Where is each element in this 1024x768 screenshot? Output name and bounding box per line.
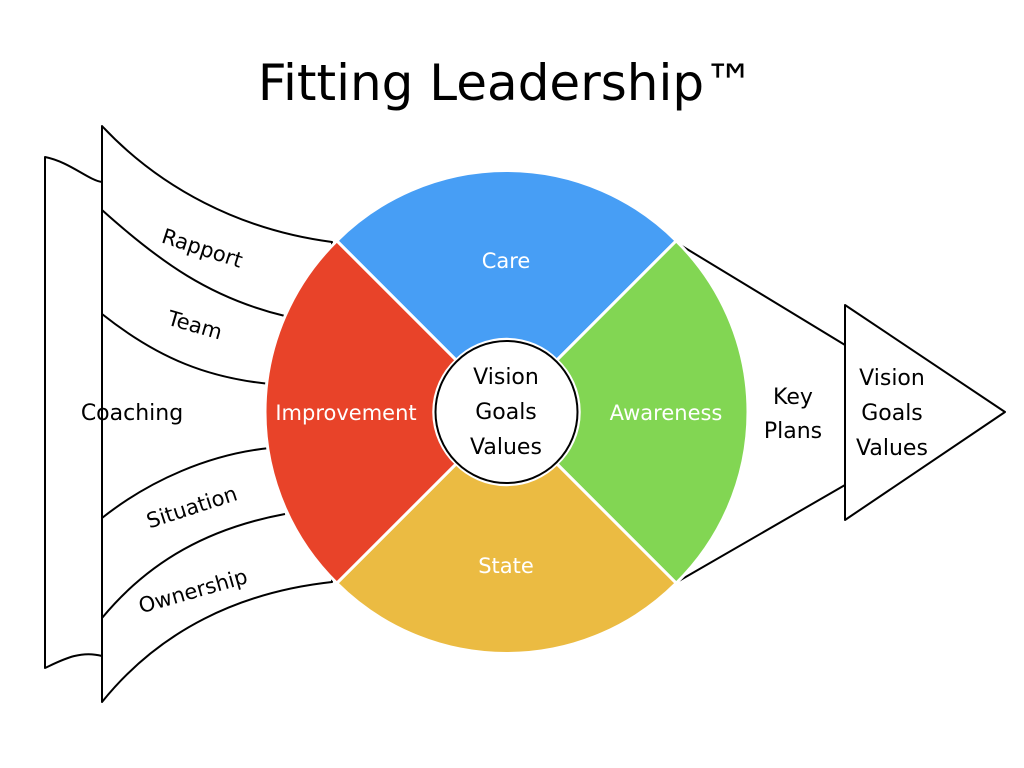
output-values-label: Values xyxy=(856,436,928,461)
output-arrow xyxy=(844,304,1006,521)
center-goals-label: Goals xyxy=(475,400,537,425)
state-label: State xyxy=(478,554,534,578)
band-divider-4 xyxy=(101,513,286,619)
band-divider-2 xyxy=(101,313,271,385)
center-values-label: Values xyxy=(470,435,542,460)
coaching-front-ribbon xyxy=(101,125,333,703)
improvement-label: Improvement xyxy=(275,401,416,425)
care-label: Care xyxy=(482,249,531,273)
segment-awareness xyxy=(554,238,750,586)
coaching-label: Coaching xyxy=(81,401,183,426)
output-goals-label: Goals xyxy=(861,401,923,426)
awareness-label: Awareness xyxy=(610,401,723,425)
segment-state xyxy=(334,461,679,655)
diagram-title: Fitting Leadership™ xyxy=(258,54,754,112)
band-divider-1 xyxy=(101,209,286,317)
segment-care xyxy=(334,169,679,363)
band-divider-3 xyxy=(101,447,271,519)
segment-improvement xyxy=(263,238,459,586)
plans-label: Plans xyxy=(764,419,822,444)
key-label: Key xyxy=(773,385,813,410)
output-vision-label: Vision xyxy=(859,366,925,391)
center-vision-label: Vision xyxy=(473,365,539,390)
center-circle xyxy=(434,340,579,484)
